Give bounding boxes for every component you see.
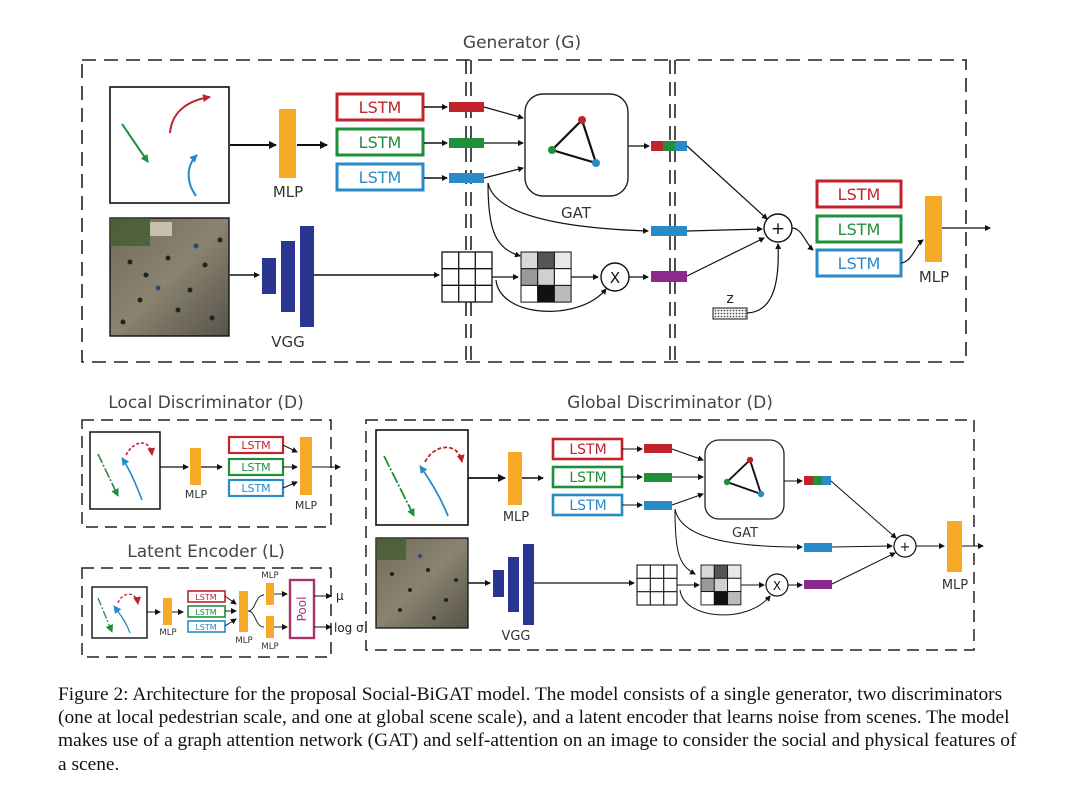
svg-text:LSTM: LSTM [241,439,270,452]
svg-text:LSTM: LSTM [569,470,606,486]
svg-text:MLP: MLP [159,628,176,638]
decoder-lstm-green [815,214,903,244]
lstm-blue [335,162,425,192]
caption-text: Architecture for the proposal Social-BiG… [58,684,1017,775]
architecture-diagram: Generator (G) MLP LSTM [81,33,991,658]
log-sigma-label: log σ [334,621,364,635]
output-mlp [925,196,942,262]
svg-text:LSTM: LSTM [569,442,606,458]
scene-image [109,217,230,337]
vgg-layer-1 [262,258,276,294]
svg-text:X: X [610,269,620,287]
gat-block [524,93,629,197]
svg-text:MLP: MLP [235,636,252,646]
svg-text:GAT: GAT [732,526,758,541]
generator-border [81,59,967,363]
svg-text:LSTM: LSTM [195,593,216,602]
svg-text:VGG: VGG [501,629,530,644]
svg-text:LSTM: LSTM [195,623,216,632]
svg-text:LSTM: LSTM [359,98,402,117]
local-mlp [190,448,201,485]
hidden-state-blue [449,173,484,183]
vgg-layer-3 [300,226,314,327]
svg-text:MLP: MLP [295,499,318,512]
global-scene-image [375,537,469,629]
vgg-layer-2 [281,241,295,312]
vgg-label: VGG [271,333,305,351]
generator-title: Generator (G) [463,33,581,53]
svg-text:+: + [771,219,785,239]
attention-feature [651,271,687,282]
latent-encoder-panel: Latent Encoder (L) MLP LSTM LSTM LSTM ML… [81,542,364,658]
decoder-lstm-red [815,179,903,209]
svg-text:LSTM: LSTM [241,461,270,474]
local-traj-box [89,431,161,510]
hidden-state-green [449,138,484,148]
global-disc-title: Global Discriminator (D) [567,393,773,413]
noise-z [712,307,748,320]
global-discriminator-panel: Global Discriminator (D) MLP LSTM LSTM L… [365,393,984,651]
svg-text:X: X [773,579,781,593]
svg-text:LSTM: LSTM [569,498,606,514]
feature-grid [441,251,493,303]
svg-text:MLP: MLP [261,571,278,581]
gat-label: GAT [561,204,592,222]
attention-map [520,251,572,303]
hidden-state-red [449,102,484,112]
pool-block [288,578,316,640]
pool-label: Pool [295,597,309,622]
trajectory-input-box [109,86,230,204]
svg-text:MLP: MLP [942,578,968,593]
svg-text:LSTM: LSTM [359,133,402,152]
local-discriminator-panel: Local Discriminator (D) MLP LSTM LSTM LS… [81,393,341,528]
svg-text:LSTM: LSTM [838,254,881,273]
generator-panel: Generator (G) MLP LSTM [81,33,991,363]
mlp-label: MLP [273,183,303,201]
svg-text:LSTM: LSTM [359,168,402,187]
svg-text:MLP: MLP [503,510,529,525]
svg-text:LSTM: LSTM [195,608,216,617]
local-disc-title: Local Discriminator (D) [108,393,303,413]
svg-text:MLP: MLP [261,642,278,652]
mu-label: μ [336,589,344,603]
svg-text:MLP: MLP [919,268,949,286]
svg-text:MLP: MLP [185,488,208,501]
svg-text:LSTM: LSTM [838,220,881,239]
svg-text:LSTM: LSTM [241,482,270,495]
svg-text:LSTM: LSTM [838,185,881,204]
lstm-red [335,92,425,122]
noise-label: z [726,291,733,307]
latent-enc-title: Latent Encoder (L) [127,542,285,562]
svg-text:+: + [900,540,911,555]
lstm-green [335,127,425,157]
caption-lead: Figure 2: [58,684,129,705]
mlp-block [279,109,296,178]
figure-caption: Figure 2: Architecture for the proposal … [58,683,1028,776]
